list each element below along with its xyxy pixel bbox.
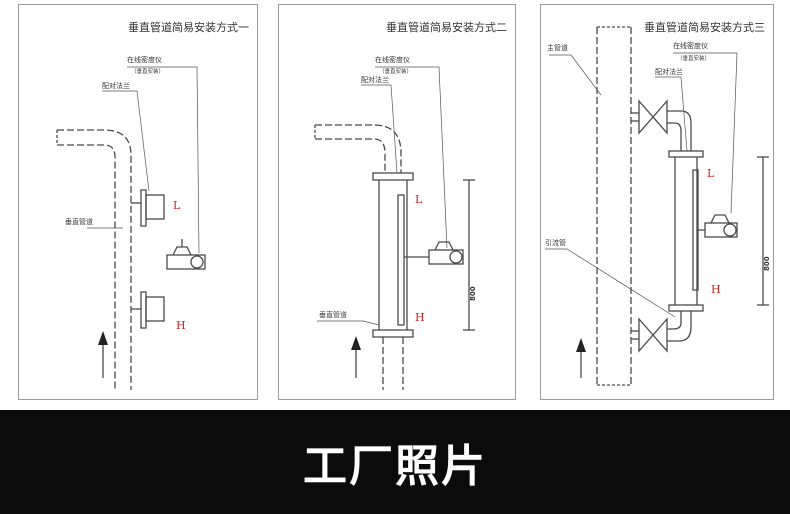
label-meter-note: （垂直安装） — [677, 54, 710, 62]
label-flange: 配对法兰 — [102, 81, 130, 90]
flow-arrow-icon — [576, 338, 586, 352]
label-pipe: 垂直管道 — [319, 310, 347, 319]
mark-low: L — [707, 167, 715, 180]
mark-high: H — [176, 319, 186, 332]
mark-low: L — [415, 193, 423, 206]
label-meter: 在线密度仪 — [673, 41, 708, 50]
dimension-label: 800 — [469, 286, 477, 301]
label-meter-note: （垂直安装） — [131, 67, 164, 75]
label-meter: 在线密度仪 — [375, 55, 410, 64]
panel-title: 垂直管道简易安装方式三 — [644, 21, 765, 34]
label-flange: 配对法兰 — [655, 67, 683, 76]
diagram-area: 垂直管道简易安装方式一 — [18, 4, 774, 400]
footer-banner: 工厂照片 — [0, 410, 790, 514]
installation-drawing-2: 在线密度仪 （垂直安装） 配对法兰 垂直管道 L H 800 — [314, 55, 477, 390]
panel-title: 垂直管道简易安装方式二 — [386, 21, 507, 34]
panel-installation-2: 垂直管道简易安装方式二 — [278, 4, 516, 400]
mark-low: L — [173, 199, 181, 212]
mark-high: H — [415, 311, 425, 324]
panel-title: 垂直管道简易安装方式一 — [128, 21, 249, 34]
dimension-label: 800 — [763, 256, 771, 271]
mark-high: H — [711, 283, 721, 296]
label-meter-note: （垂直安装） — [379, 67, 412, 75]
flow-arrow-icon — [98, 331, 108, 345]
installation-drawing-1: 在线密度仪 （垂直安装） 配对法兰 垂直管道 L H — [56, 55, 206, 390]
installation-drawing-3: 在线密度仪 （垂直安装） 配对法兰 主管道 引流管 L H 800 — [545, 26, 771, 386]
panel-installation-3: 垂直管道简易安装方式三 — [540, 4, 774, 400]
label-lead-pipe: 引流管 — [545, 238, 566, 247]
flow-arrow-icon — [351, 336, 361, 350]
footer-caption: 工厂照片 — [303, 441, 487, 492]
label-flange: 配对法兰 — [361, 75, 389, 84]
label-pipe: 垂直管道 — [65, 217, 93, 226]
label-main-pipe: 主管道 — [547, 43, 568, 52]
panel-installation-1: 垂直管道简易安装方式一 — [18, 4, 258, 400]
label-meter: 在线密度仪 — [127, 55, 162, 64]
